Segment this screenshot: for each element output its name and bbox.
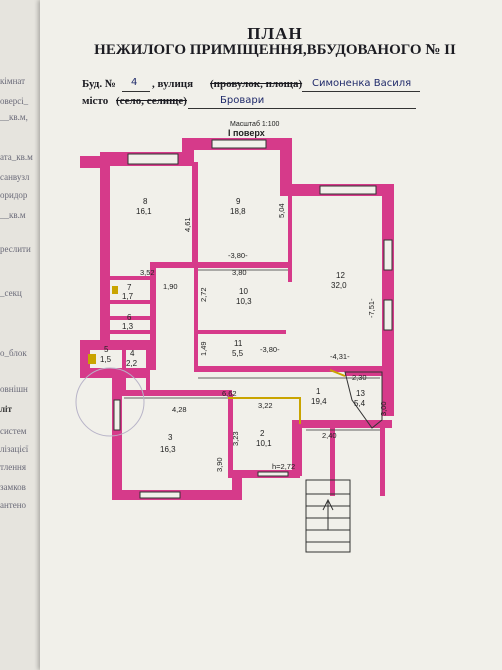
street-value: Симоненка Василя: [312, 78, 412, 89]
faint-stamp: [75, 367, 145, 437]
dimension: -3,80-: [260, 345, 280, 354]
back-text-line: оридор: [0, 190, 28, 200]
dimension-labels: 4,61 5,04 -3,80- 3,80 3,52 1,90 2,72 -7,…: [140, 203, 388, 472]
back-text-line: оверсі_: [0, 96, 29, 106]
building-label: Буд. №: [82, 78, 116, 90]
room-area: 1,5: [100, 355, 112, 364]
back-text-line: санвузл: [0, 172, 30, 182]
plan-title: ПЛАН: [247, 24, 303, 43]
room-number: 8: [143, 197, 148, 206]
street-struck: (провулок, площа): [210, 78, 303, 90]
room-number: 6: [127, 313, 132, 322]
room-labels: 8 16,1 9 18,8 12 32,0 10 10,3 11 5,5 7 1…: [100, 197, 366, 454]
room-area: 1,7: [122, 292, 134, 301]
city-struck: (село, селище): [116, 95, 187, 107]
street-label: , вулиця: [152, 78, 194, 90]
room-number: 7: [127, 283, 132, 292]
city-label: місто: [82, 95, 109, 107]
room-number: 3: [168, 433, 173, 442]
dimension: 5,04: [277, 203, 286, 218]
room-number: 5: [104, 345, 109, 354]
room-area: 10,1: [256, 439, 272, 448]
room-area: 2,2: [126, 359, 138, 368]
back-text-line: літ: [0, 404, 12, 414]
back-text-line: антено: [0, 500, 27, 510]
plan-subtitle: НЕЖИЛОГО ПРИМІЩЕННЯ,ВБУДОВАНОГО № II: [94, 42, 456, 58]
room-area: 10,3: [236, 297, 252, 306]
windows: [113, 139, 393, 499]
underline: [122, 91, 150, 92]
dimension: 3,52: [140, 268, 155, 277]
back-text-line: _секц: [0, 288, 22, 298]
back-text-line: систем: [0, 426, 27, 436]
room-area: 5,4: [354, 399, 366, 408]
back-text-line: __кв.м: [0, 210, 26, 220]
room-area: 5,5: [232, 349, 244, 358]
plan-sheet: ПЛАН НЕЖИЛОГО ПРИМІЩЕННЯ,ВБУДОВАНОГО № I…: [40, 0, 502, 670]
yellow-partitions: [228, 369, 346, 424]
back-text-line: лізацієї: [0, 444, 29, 454]
back-text-line: кімнат: [0, 76, 26, 86]
dimension: 1,90: [163, 282, 178, 291]
underline: [188, 108, 416, 109]
stairs: [305, 479, 351, 553]
scale-label: Масштаб 1:100: [230, 120, 280, 128]
room-number: 12: [336, 271, 345, 280]
room-13-outline: [344, 371, 383, 429]
room-area: 16,1: [136, 207, 152, 216]
room-number: 13: [356, 389, 365, 398]
back-text-line: о_блок: [0, 348, 27, 358]
floor-label: І поверх: [228, 128, 265, 138]
room-area: 16,3: [160, 445, 176, 454]
height-label: h=2,72: [272, 462, 295, 471]
inner-walls: [88, 162, 388, 478]
building-number: 4: [131, 77, 138, 88]
dimension: 6,62: [222, 389, 237, 398]
dimension: 4,61: [183, 217, 192, 232]
room-number: 9: [236, 197, 241, 206]
back-text-line: овнішн: [0, 384, 28, 394]
dimension: 4,28: [172, 405, 187, 414]
city-value: Бровари: [220, 95, 265, 106]
back-text-line: ата_кв.м: [0, 152, 33, 162]
dimension: -7,51-: [367, 298, 376, 318]
dimension: 2,72: [199, 287, 208, 302]
room-area: 19,4: [311, 397, 327, 406]
room-number: 2: [260, 429, 265, 438]
room-area: 1,3: [122, 322, 134, 331]
room-number: 1: [316, 387, 321, 396]
underline: [302, 91, 420, 92]
dimension-lines: [124, 269, 380, 431]
room-number: 11: [234, 339, 243, 348]
dimension: -4,31-: [330, 352, 350, 361]
back-text-line: замков: [0, 482, 26, 492]
room-area: 18,8: [230, 207, 246, 216]
dimension: 3,90: [215, 457, 224, 472]
dimension: 3,00: [379, 401, 388, 416]
back-text-line: __кв.м,: [0, 112, 28, 122]
dimension: 2,30: [352, 373, 367, 382]
room-area: 32,0: [331, 281, 347, 290]
dimension: 2,40: [322, 431, 337, 440]
dimension: 1,49: [199, 341, 208, 356]
back-text-line: тлення: [0, 462, 26, 472]
dimension: 3,22: [258, 401, 273, 410]
dimension: -3,80-: [228, 251, 248, 260]
room-number: 10: [239, 287, 248, 296]
back-text-line: реслити: [0, 244, 31, 254]
dimension: 3,80: [232, 268, 247, 277]
dimension: 3,23: [231, 431, 240, 446]
room-number: 4: [130, 349, 135, 358]
